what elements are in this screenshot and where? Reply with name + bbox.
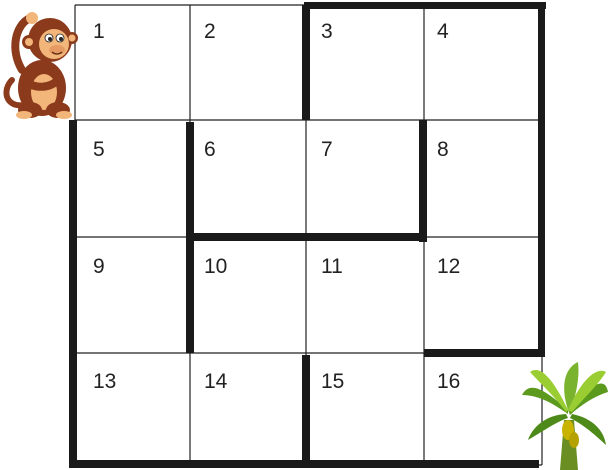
cell-number: 8	[437, 138, 449, 161]
wall-top	[304, 2, 546, 9]
cell-number: 3	[321, 20, 333, 43]
cell-number: 12	[437, 255, 460, 278]
wall-left	[69, 120, 77, 468]
cell-number: 7	[321, 138, 333, 161]
cell-number: 16	[437, 370, 460, 393]
monkey-icon	[6, 12, 78, 119]
cell-number: 2	[204, 20, 216, 43]
wall-7-8	[419, 120, 427, 242]
cell-number: 13	[93, 370, 116, 393]
cell-number: 15	[321, 370, 344, 393]
cell-number: 11	[321, 255, 343, 278]
wall-2-3	[302, 5, 310, 120]
cell-number: 10	[204, 255, 227, 278]
wall-right	[538, 2, 545, 355]
wall-below-6-7	[186, 233, 427, 241]
cell-number: 1	[93, 20, 105, 43]
cell-number: 6	[204, 138, 216, 161]
cell-number: 5	[93, 138, 105, 161]
wall-14-15	[302, 355, 310, 465]
cell-number: 9	[93, 255, 105, 278]
cell-number: 14	[204, 370, 228, 393]
wall-below-12	[424, 349, 545, 357]
cell-number: 4	[437, 20, 449, 43]
